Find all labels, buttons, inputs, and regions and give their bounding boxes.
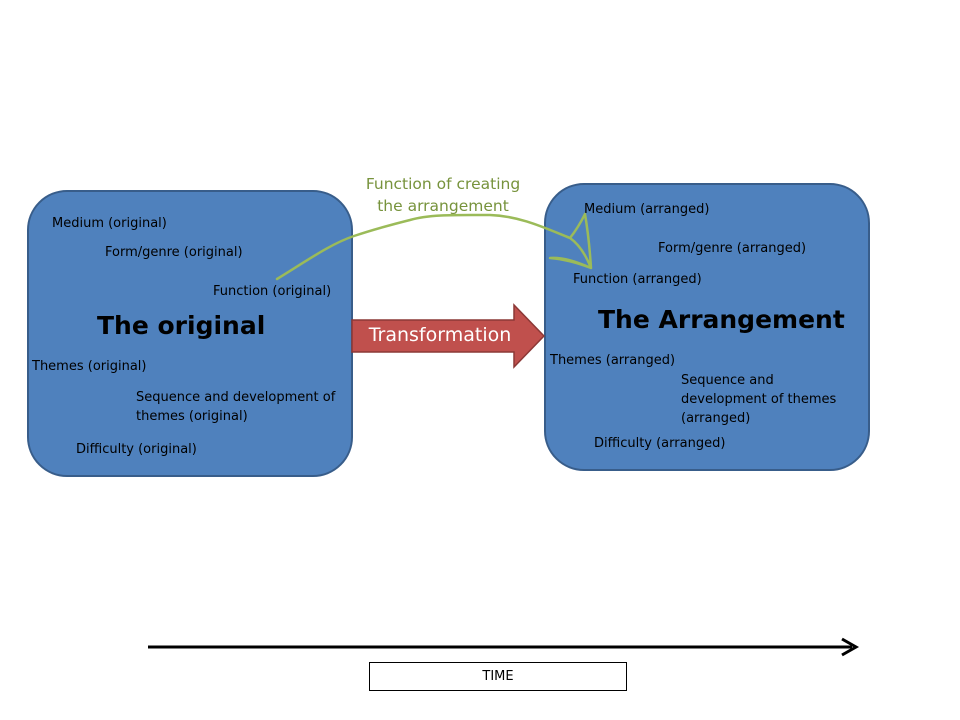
original-box — [27, 190, 353, 477]
arranged-medium-label: Medium (arranged) — [584, 202, 710, 217]
arrangement-box — [544, 183, 870, 471]
transformation-label: Transformation — [368, 324, 512, 346]
arranged-themes-label: Themes (arranged) — [550, 353, 676, 368]
arrangement-title: The Arrangement — [598, 305, 845, 334]
original-difficulty-label: Difficulty (original) — [76, 442, 197, 457]
arranged-sequence-label: Sequence and development of themes (arra… — [681, 373, 837, 426]
annotation-label: Function of creating the arrangement — [365, 175, 521, 215]
arranged-function-label: Function (arranged) — [573, 272, 702, 287]
time-label: TIME — [369, 662, 627, 691]
original-medium-label: Medium (original) — [52, 216, 167, 231]
arranged-form-genre-label: Form/genre (arranged) — [658, 241, 807, 256]
annotation-curve — [275, 212, 593, 281]
original-title: The original — [97, 311, 266, 340]
time-axis-arrowhead — [841, 637, 860, 657]
transformation-arrow — [351, 303, 546, 369]
arranged-difficulty-label: Difficulty (arranged) — [594, 436, 726, 451]
original-sequence-label: Sequence and development of themes (orig… — [136, 390, 336, 424]
original-function-label: Function (original) — [213, 284, 332, 299]
original-form-genre-label: Form/genre (original) — [105, 245, 243, 260]
original-themes-label: Themes (original) — [32, 359, 147, 374]
